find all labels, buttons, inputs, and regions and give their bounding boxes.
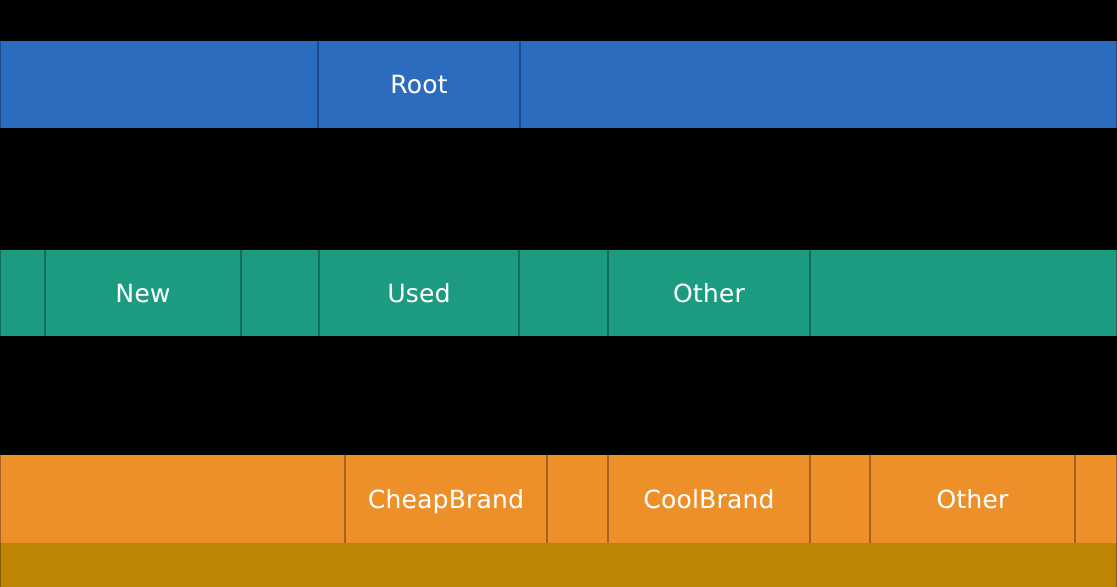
- icicle-node-label: Root: [390, 70, 448, 99]
- icicle-node-label: CoolBrand: [643, 484, 775, 514]
- icicle-node-label: Other: [936, 484, 1009, 514]
- icicle-node-other[interactable]: Other: [870, 455, 1075, 543]
- icicle-node[interactable]: [519, 250, 608, 336]
- icicle-node[interactable]: [0, 543, 1117, 587]
- icicle-node[interactable]: [0, 250, 45, 336]
- icicle-node-label: Other: [673, 278, 745, 308]
- icicle-node[interactable]: [810, 455, 870, 543]
- icicle-node-cheapbrand[interactable]: CheapBrand: [345, 455, 547, 543]
- icicle-node-label: New: [115, 278, 171, 308]
- icicle-node[interactable]: [241, 250, 319, 336]
- icicle-node-label: CheapBrand: [367, 484, 525, 514]
- icicle-node-other[interactable]: Other: [608, 250, 810, 336]
- icicle-node-used[interactable]: Used: [319, 250, 519, 336]
- icicle-node-new[interactable]: New: [45, 250, 241, 336]
- leaf-level: [0, 543, 1117, 587]
- root-level: Root: [0, 41, 1117, 128]
- icicle-node[interactable]: [520, 41, 1117, 128]
- icicle-node[interactable]: [0, 41, 318, 128]
- category-level: New Used Other: [0, 250, 1117, 336]
- icicle-node-coolbrand[interactable]: CoolBrand: [608, 455, 810, 543]
- icicle-node[interactable]: [1075, 455, 1117, 543]
- icicle-node[interactable]: [810, 250, 1117, 336]
- icicle-node-label: Used: [387, 278, 451, 308]
- icicle-node-root[interactable]: Root: [318, 41, 520, 128]
- brand-level: CheapBrand CoolBrand Other: [0, 455, 1117, 543]
- icicle-node[interactable]: [547, 455, 608, 543]
- icicle-node[interactable]: [0, 455, 345, 543]
